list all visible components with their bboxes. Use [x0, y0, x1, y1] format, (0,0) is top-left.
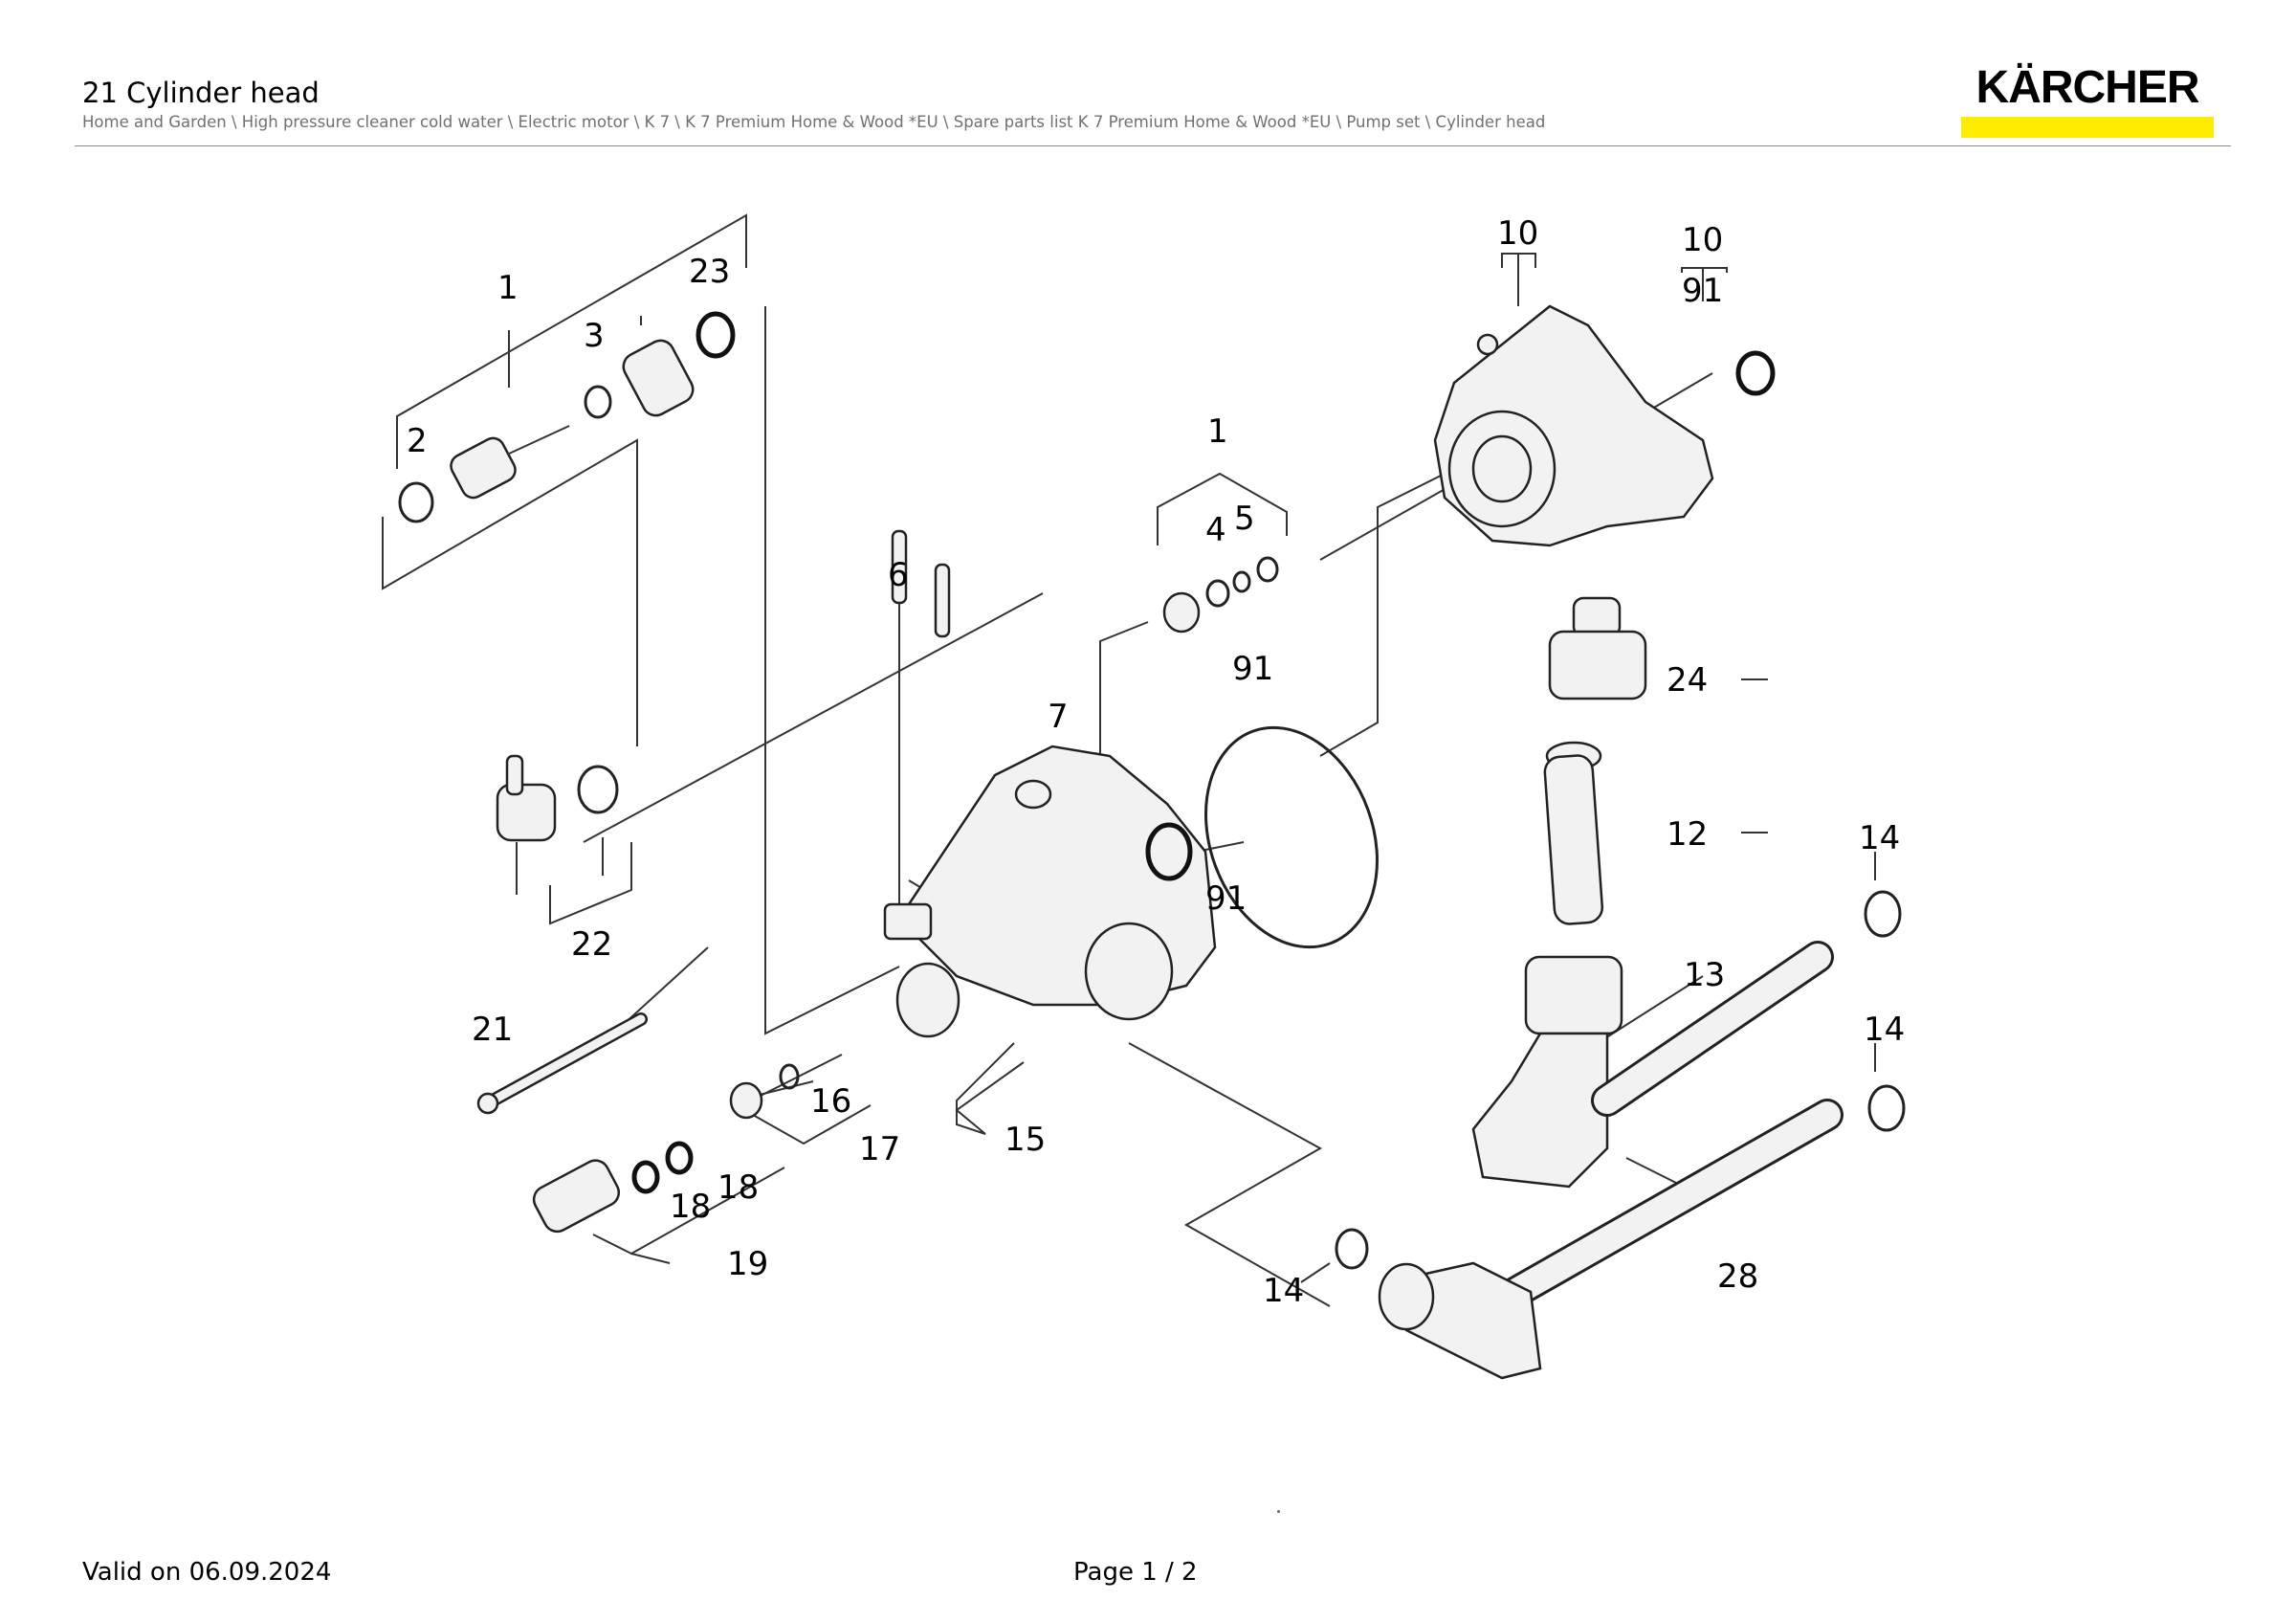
callout-label: 23 — [689, 253, 730, 291]
logo-wordmark: KÄRCHER — [1976, 62, 2200, 113]
callout-label: 18 — [670, 1188, 711, 1226]
header-divider — [75, 145, 2231, 146]
callout-labels: 1 23 3 2 22 21 16 17 18 18 19 6 7 15 1 4… — [407, 214, 1905, 1310]
valve-part-22 — [496, 754, 619, 842]
housing-part-10 — [1433, 304, 1714, 547]
callout-label: 13 — [1684, 956, 1725, 994]
inlet-part-13 — [1471, 941, 1834, 1189]
callout-label: 1 — [1207, 412, 1228, 451]
callout-label: 1 — [497, 269, 519, 307]
callout-label: 21 — [472, 1011, 513, 1049]
callout-label: 24 — [1667, 661, 1708, 700]
exploded-parts-diagram: 1 23 3 2 22 21 16 17 18 18 19 6 7 15 1 4… — [382, 213, 1906, 1380]
connector-part-24 — [1548, 596, 1647, 700]
callout-label: 10 — [1682, 221, 1723, 259]
seal-part-91-right — [1735, 350, 1776, 396]
callout-label: 91 — [1205, 879, 1247, 918]
callout-label: 14 — [1263, 1272, 1304, 1310]
callout-label: 15 — [1004, 1121, 1046, 1159]
callout-label: 2 — [407, 422, 428, 460]
callout-label: 17 — [859, 1130, 900, 1168]
callout-label: 3 — [584, 317, 605, 355]
o-rings-part-91 — [1145, 725, 1379, 949]
pins-part-6 — [891, 529, 951, 638]
clip-part-15 — [955, 1042, 1025, 1135]
callout-label: 14 — [1864, 1011, 1905, 1049]
callout-label: 14 — [1859, 819, 1900, 857]
leader-lines — [382, 213, 1876, 1307]
callout-label: 16 — [810, 1082, 851, 1121]
page-title: 21 Cylinder head — [82, 77, 320, 109]
callout-label: 91 — [1682, 272, 1723, 310]
bolt-part-21 — [476, 1012, 648, 1115]
callout-label: 12 — [1667, 815, 1708, 854]
callout-label: 10 — [1497, 214, 1538, 253]
logo-yellow-bar — [1961, 117, 2214, 138]
cylinder-head-part-7 — [883, 745, 1217, 1038]
valve-assembly-part-1 — [398, 311, 736, 523]
page-number: Page 1 / 2 — [1073, 1558, 1198, 1587]
filter-part-12 — [1543, 741, 1604, 925]
callout-label: 22 — [571, 925, 612, 964]
outlet-part-28 — [1378, 1099, 1843, 1380]
callout-label: 7 — [1048, 698, 1069, 736]
callout-label: 4 — [1205, 511, 1226, 549]
callout-label: 5 — [1234, 500, 1255, 538]
stray-dot — [1277, 1510, 1280, 1513]
callout-label: 91 — [1232, 650, 1273, 688]
o-rings-part-14 — [1335, 890, 1906, 1270]
seals-parts-1-4-5 — [1162, 556, 1279, 634]
karcher-logo: KÄRCHER — [1959, 59, 2216, 138]
callout-label: 6 — [888, 556, 909, 594]
nozzle-parts-16-19 — [532, 1063, 800, 1234]
callout-label: 19 — [727, 1245, 768, 1283]
callout-label: 28 — [1717, 1257, 1758, 1296]
breadcrumb: Home and Garden \ High pressure cleaner … — [82, 113, 1546, 131]
validity-date: Valid on 06.09.2024 — [82, 1558, 332, 1587]
callout-label: 18 — [718, 1168, 759, 1207]
